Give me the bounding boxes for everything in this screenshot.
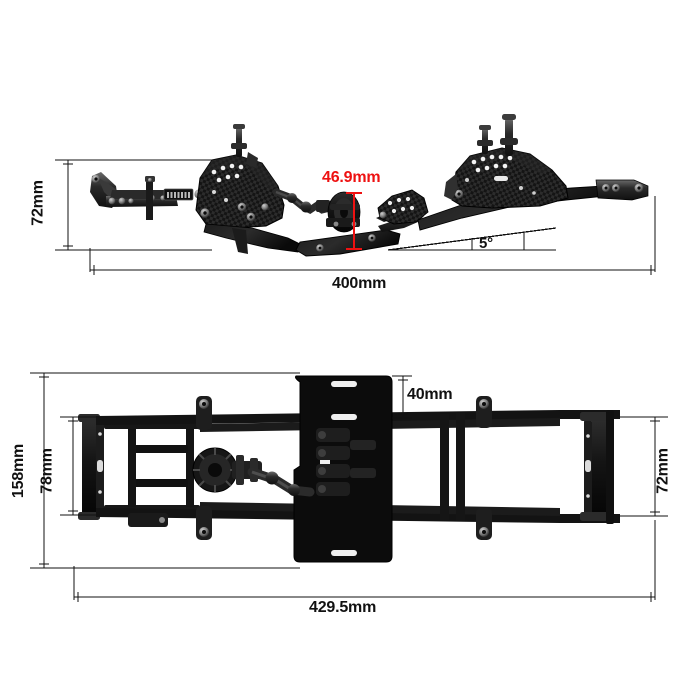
- front-rail-holes: [97, 432, 103, 494]
- rear-bumper-mount: [595, 179, 649, 201]
- label-plate-height-40mm: 40mm: [407, 386, 453, 403]
- front-carbon-plate: [195, 154, 285, 229]
- front-link-assembly: [90, 172, 178, 208]
- center-gear-stack: [316, 428, 376, 496]
- dim-72mm-side: [55, 159, 212, 251]
- dim-78mm-width: [60, 416, 100, 516]
- dim-158mm-width: [30, 372, 300, 569]
- rear-rail-cap: [592, 418, 606, 516]
- center-driveshaft: [272, 188, 334, 215]
- skid-slot-bottom: [331, 550, 357, 556]
- dim-429-5mm-length: [73, 520, 656, 602]
- skid-plate: [295, 229, 401, 257]
- label-rear-width-72mm: 72mm: [654, 448, 672, 494]
- rear-mount-tabs: [476, 396, 492, 540]
- dim-72mm-rear-width: [620, 416, 668, 517]
- dim-46-9mm-clearance: [346, 192, 362, 250]
- center-transmission: [326, 191, 361, 233]
- front-lower-bracket: [128, 513, 168, 527]
- label-side-height-72mm: 72mm: [29, 180, 47, 226]
- label-bottom-width-158mm: 158mm: [10, 443, 28, 499]
- rear-rail-holes: [585, 434, 591, 498]
- front-servo-mount: [145, 176, 155, 220]
- dim-400mm-length: [89, 196, 656, 275]
- rear-body-posts: [477, 114, 518, 156]
- rear-side-bracket: [444, 174, 458, 200]
- front-lower-rail: [203, 223, 301, 253]
- label-bottom-width-78mm: 78mm: [38, 448, 56, 494]
- label-side-length-400mm: 400mm: [332, 275, 387, 292]
- bottom-view-chassis: [78, 375, 620, 563]
- rear-carbon-plate: [451, 147, 569, 209]
- front-link-mount: [232, 228, 248, 254]
- label-angle-5deg: 5°: [479, 235, 493, 252]
- transmission-gear-cluster: [192, 447, 262, 493]
- dim-5deg-angle: [387, 227, 557, 251]
- skid-slot-mid: [331, 414, 357, 420]
- rear-carbon-plate-front: [377, 189, 429, 225]
- side-view-chassis: [90, 114, 649, 257]
- label-bottom-length-429-5mm: 429.5mm: [309, 599, 377, 616]
- front-left-rail-cap: [82, 418, 96, 516]
- label-ground-clearance-46-9mm: 46.9mm: [322, 169, 381, 186]
- skid-slot-top: [331, 381, 357, 387]
- rear-outer-post: [606, 410, 614, 524]
- bottom-driveshaft: [247, 467, 315, 497]
- dim-40mm-plate: [392, 375, 412, 419]
- front-mount-tabs: [196, 396, 212, 540]
- rear-crossmember-a: [440, 414, 449, 520]
- front-shock-post: [231, 124, 258, 168]
- rear-crossmember-b: [456, 413, 465, 521]
